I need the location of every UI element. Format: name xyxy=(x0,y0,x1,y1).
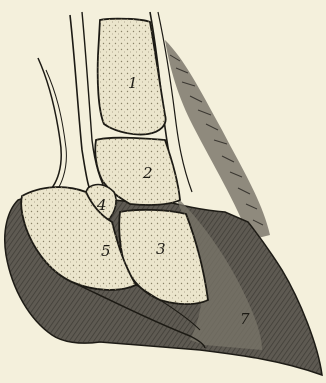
label-5: 5 xyxy=(101,242,111,260)
label-3: 3 xyxy=(156,240,166,258)
label-7: 7 xyxy=(240,310,250,328)
tendon-flexor xyxy=(70,15,96,205)
label-2: 2 xyxy=(142,164,153,182)
label-4: 4 xyxy=(96,196,107,214)
label-1: 1 xyxy=(128,74,138,92)
